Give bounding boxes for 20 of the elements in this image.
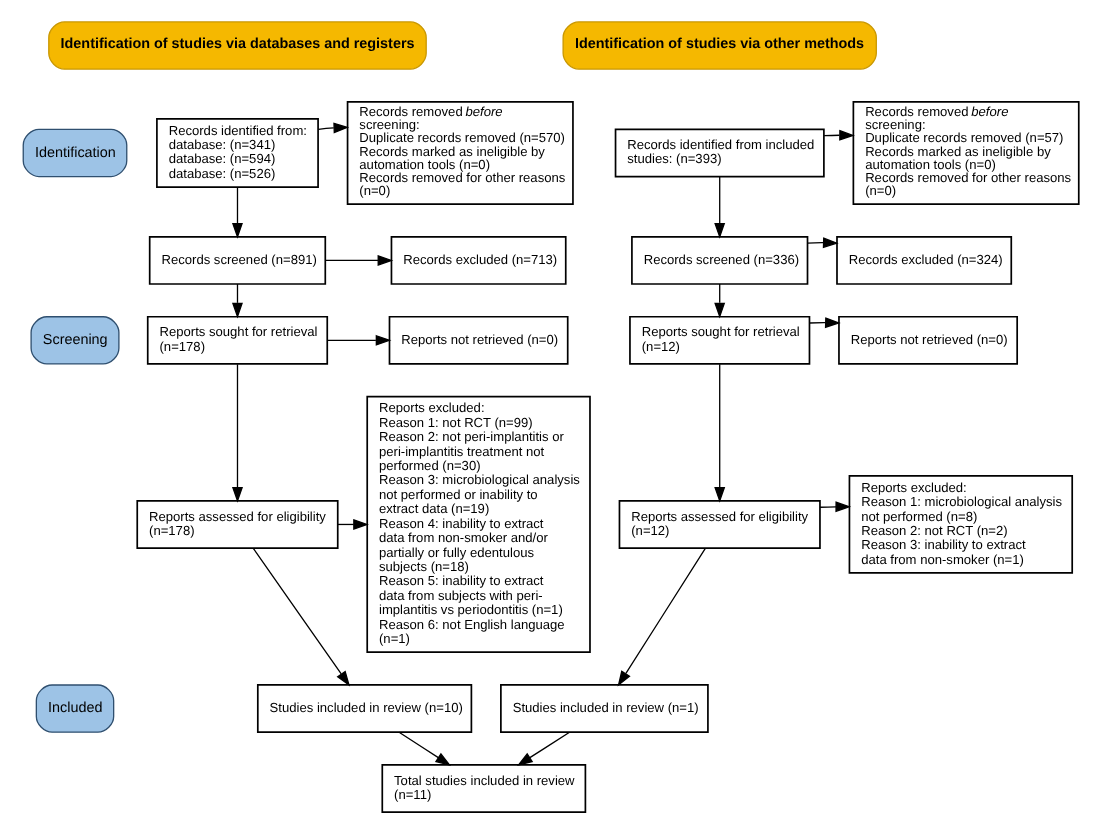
arrow [515, 731, 570, 766]
arrow [397, 731, 451, 766]
node-box: Screening [29, 316, 119, 365]
arrow [316, 122, 349, 134]
arrow [230, 363, 242, 503]
arrow [325, 334, 391, 346]
node-box: Included [34, 684, 114, 733]
arrow [616, 547, 705, 687]
node-box: Identification of studies via other methods [561, 21, 876, 70]
node-box: Identification of studies via databases and registers [47, 21, 426, 70]
arrow [713, 363, 725, 503]
arrow [818, 501, 851, 513]
arrow [251, 547, 350, 687]
arrow [713, 176, 725, 239]
arrow [230, 283, 242, 319]
arrow [805, 237, 838, 249]
arrow [230, 186, 242, 239]
arrow [323, 254, 393, 266]
node-box: Identification [21, 128, 127, 178]
arrow [713, 283, 725, 319]
